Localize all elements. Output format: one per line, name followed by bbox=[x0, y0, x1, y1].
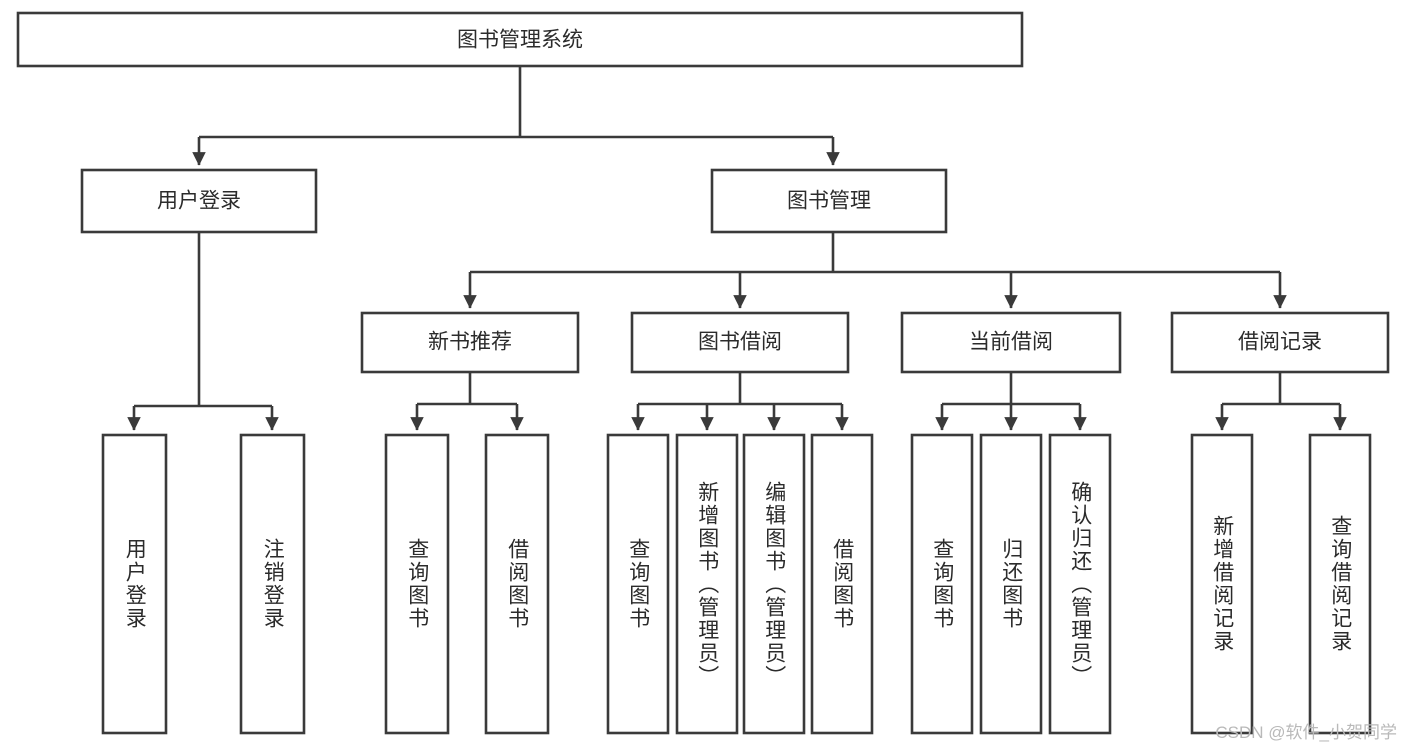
node-leaf-confirm-return[interactable] bbox=[1048, 433, 1112, 735]
node-root-book-management-system[interactable] bbox=[16, 11, 1024, 68]
csdn-watermark: CSDN @软件_小贺同学 bbox=[1215, 723, 1397, 742]
node-book-manage[interactable] bbox=[710, 168, 948, 234]
connector-book-borrow-to-leaves bbox=[631, 372, 849, 431]
node-leaf-logout[interactable] bbox=[239, 433, 306, 735]
node-user-login[interactable] bbox=[80, 168, 318, 234]
node-leaf-add-record[interactable] bbox=[1190, 433, 1254, 735]
node-borrow-record[interactable] bbox=[1170, 311, 1390, 374]
node-leaf-edit-book[interactable] bbox=[742, 433, 806, 735]
connector-root-to-level2 bbox=[192, 66, 840, 166]
node-current-borrow[interactable] bbox=[900, 311, 1122, 374]
connector-current-borrow-to-leaves bbox=[935, 372, 1087, 431]
node-leaf-add-book[interactable] bbox=[675, 433, 739, 735]
node-user-login-label: 用户登录 bbox=[157, 190, 241, 213]
node-new-book-recommend[interactable] bbox=[360, 311, 580, 374]
node-leaf-query-record[interactable] bbox=[1308, 433, 1372, 735]
node-leaf-query-book-3[interactable] bbox=[910, 433, 974, 735]
connector-user-login-to-leaves bbox=[127, 232, 279, 431]
node-leaf-user-login[interactable] bbox=[101, 433, 168, 735]
node-book-manage-label: 图书管理 bbox=[787, 190, 871, 213]
connector-book-manage-to-level3 bbox=[463, 232, 1287, 309]
node-new-book-recommend-label: 新书推荐 bbox=[428, 331, 512, 354]
node-current-borrow-label: 当前借阅 bbox=[969, 331, 1053, 354]
node-leaf-return-book[interactable] bbox=[979, 433, 1043, 735]
node-borrow-record-label: 借阅记录 bbox=[1238, 331, 1322, 354]
node-root-label: 图书管理系统 bbox=[457, 29, 583, 52]
node-book-borrow[interactable] bbox=[630, 311, 850, 374]
connector-borrow-record-to-leaves bbox=[1215, 372, 1347, 431]
node-leaf-borrow-book-2[interactable] bbox=[810, 433, 874, 735]
node-leaf-borrow-book-1[interactable] bbox=[484, 433, 550, 735]
node-book-borrow-label: 图书借阅 bbox=[698, 331, 782, 354]
connector-new-book-recommend-to-leaves bbox=[410, 372, 524, 431]
node-leaf-query-book-1[interactable] bbox=[384, 433, 450, 735]
node-leaf-query-book-2[interactable] bbox=[606, 433, 670, 735]
